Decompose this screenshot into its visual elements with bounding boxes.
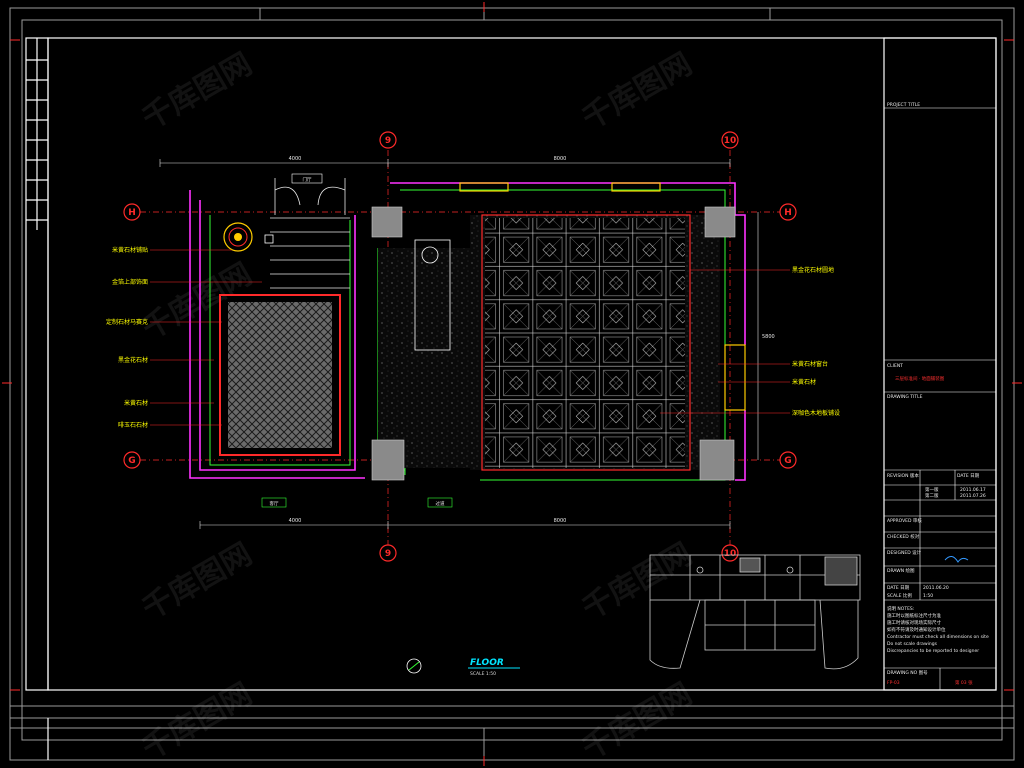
svg-text:DATE 日期: DATE 日期 [887,585,910,591]
axis-bubble-top-left: 9 [379,131,397,149]
svg-text:DRAWING TITLE: DRAWING TITLE [887,394,923,400]
svg-text:G: G [784,456,791,466]
label-right-1: 黑金花石材圆地 [792,266,834,274]
dimension-values: 4000 8000 4000 8000 5800 [289,156,775,524]
svg-text:千库图网: 千库图网 [137,537,258,627]
svg-text:10: 10 [724,136,737,146]
svg-text:如有不符请及时通知设计单位: 如有不符请及时通知设计单位 [887,626,946,633]
svg-text:DATE 日期: DATE 日期 [957,473,980,479]
svg-text:门厅: 门厅 [303,176,312,183]
svg-text:客厅: 客厅 [270,500,279,507]
right-material-labels: 黑金花石材圆地 米黄石材窗台 米黄石材 深咖色木地板铺设 [792,266,840,417]
svg-text:2011.06.17: 2011.06.17 [960,487,986,493]
drawing-title: FLOOR SCALE 1:50 [406,658,520,677]
svg-text:CHECKED 校对: CHECKED 校对 [887,533,920,540]
svg-text:DRAWN 绘图: DRAWN 绘图 [887,567,915,574]
svg-text:FP-03: FP-03 [887,680,900,686]
room-tags: 门厅 客厅 过道 [261,173,453,508]
label-right-4: 深咖色木地板铺设 [792,409,840,417]
axis-bubble-left-bottom: G [123,451,141,469]
corridor-floor [378,215,720,470]
svg-text:SCALE 比例: SCALE 比例 [887,592,912,599]
label-right-2: 米黄石材窗台 [792,360,828,368]
svg-text:第二版: 第二版 [925,492,939,499]
axis-bubble-bottom-right: 10 [721,544,739,562]
svg-text:H: H [128,208,136,218]
left-room-floor [219,222,341,456]
label-left-6: 啡玉石石材 [118,421,148,429]
svg-text:三层标准间 · 地面铺装图: 三层标准间 · 地面铺装图 [895,375,945,382]
svg-text:DESIGNED 设计: DESIGNED 设计 [887,549,922,556]
axis-bubble-left-top: H [123,203,141,221]
left-material-labels: 米黄石材铺贴 金箔上部饰面 定制石材马赛克 黑金花石材 米黄石材 啡玉石石材 [106,246,148,429]
svg-text:Discrepancies to be reported t: Discrepancies to be reported to designer [887,648,979,654]
svg-text:1:50: 1:50 [923,593,933,599]
svg-text:第 03 张: 第 03 张 [955,679,973,686]
svg-text:千库图网: 千库图网 [137,47,258,137]
svg-text:千库图网: 千库图网 [577,47,698,137]
svg-text:H: H [784,208,792,218]
label-left-5: 米黄石材 [124,399,148,407]
svg-text:8000: 8000 [554,518,567,524]
label-left-3: 定制石材马赛克 [106,318,148,326]
svg-text:施工时以图纸标注尺寸为准: 施工时以图纸标注尺寸为准 [887,612,941,619]
svg-text:PROJECT TITLE: PROJECT TITLE [887,102,920,108]
leader-lines [150,249,790,426]
svg-text:5800: 5800 [762,334,775,340]
axis-bubble-right-bottom: G [779,451,797,469]
svg-text:9: 9 [385,549,391,559]
axis-bubble-top-right: 10 [721,131,739,149]
label-left-2: 金箔上部饰面 [112,278,148,286]
svg-text:REVISION 版本: REVISION 版本 [887,472,919,479]
svg-text:4000: 4000 [289,156,302,162]
sheet-border [9,7,1015,761]
svg-text:CLIENT: CLIENT [887,363,903,369]
main-room-floor [459,182,746,471]
title-block: PROJECT TITLE CLIENT 三层标准间 · 地面铺装图 DRAWI… [883,37,997,691]
svg-text:10: 10 [724,549,737,559]
svg-text:DRAWING NO 图号: DRAWING NO 图号 [887,670,928,676]
label-right-3: 米黄石材 [792,378,816,386]
label-left-1: 米黄石材铺贴 [112,246,148,254]
svg-text:G: G [128,456,135,466]
svg-text:FLOOR: FLOOR [470,658,504,668]
svg-text:2011.06.20: 2011.06.20 [923,585,949,591]
svg-text:说明 NOTES:: 说明 NOTES: [887,605,914,612]
svg-text:APPROVED 审核: APPROVED 审核 [887,517,922,524]
columns [371,206,736,481]
signature-mark [944,556,969,563]
label-left-4: 黑金花石材 [118,356,148,364]
svg-text:千库图网: 千库图网 [577,537,698,627]
svg-text:4000: 4000 [289,518,302,524]
svg-text:过道: 过道 [436,500,445,507]
svg-text:9: 9 [385,136,391,146]
svg-text:2011.07.26: 2011.07.26 [960,493,986,499]
axis-bubble-right-top: H [779,203,797,221]
dimension-lines [159,159,759,529]
svg-text:施工时请核对现场实际尺寸: 施工时请核对现场实际尺寸 [887,619,941,626]
svg-text:8000: 8000 [554,156,567,162]
axis-bubble-bottom-left: 9 [379,544,397,562]
svg-text:Do not scale drawings: Do not scale drawings [887,641,938,647]
key-plan [649,554,861,670]
svg-text:第一版: 第一版 [925,486,939,493]
svg-text:Contractor must check all dime: Contractor must check all dimensions on … [887,634,989,640]
axis-bubbles: 9 10 H G H G 9 10 [123,131,797,562]
svg-text:SCALE 1:50: SCALE 1:50 [470,671,496,677]
